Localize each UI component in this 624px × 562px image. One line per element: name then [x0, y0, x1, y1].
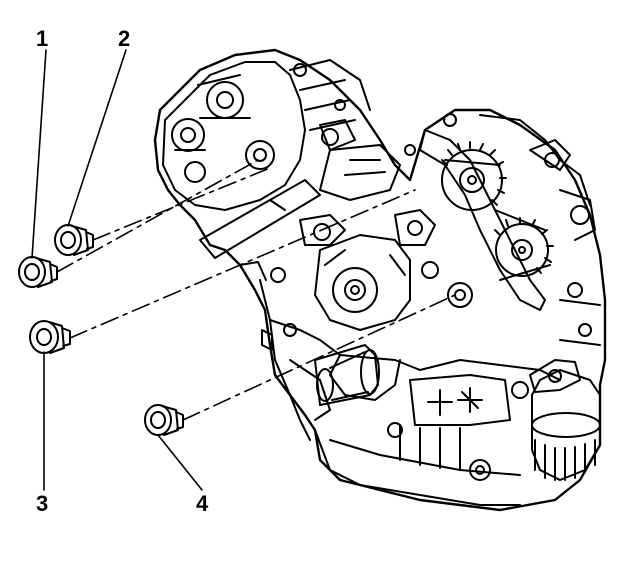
- engine-block: [153, 48, 607, 512]
- callout-2: 2: [118, 26, 131, 51]
- plug-1: [18, 256, 58, 288]
- callout-3: 3: [36, 491, 49, 516]
- install-lines: [56, 159, 456, 421]
- plug-4: [144, 404, 184, 436]
- callout-1: 1: [36, 26, 49, 51]
- plug-3: [29, 320, 71, 354]
- leader-lines: [31, 49, 203, 491]
- callout-4: 4: [196, 491, 209, 516]
- plug-2: [54, 224, 94, 256]
